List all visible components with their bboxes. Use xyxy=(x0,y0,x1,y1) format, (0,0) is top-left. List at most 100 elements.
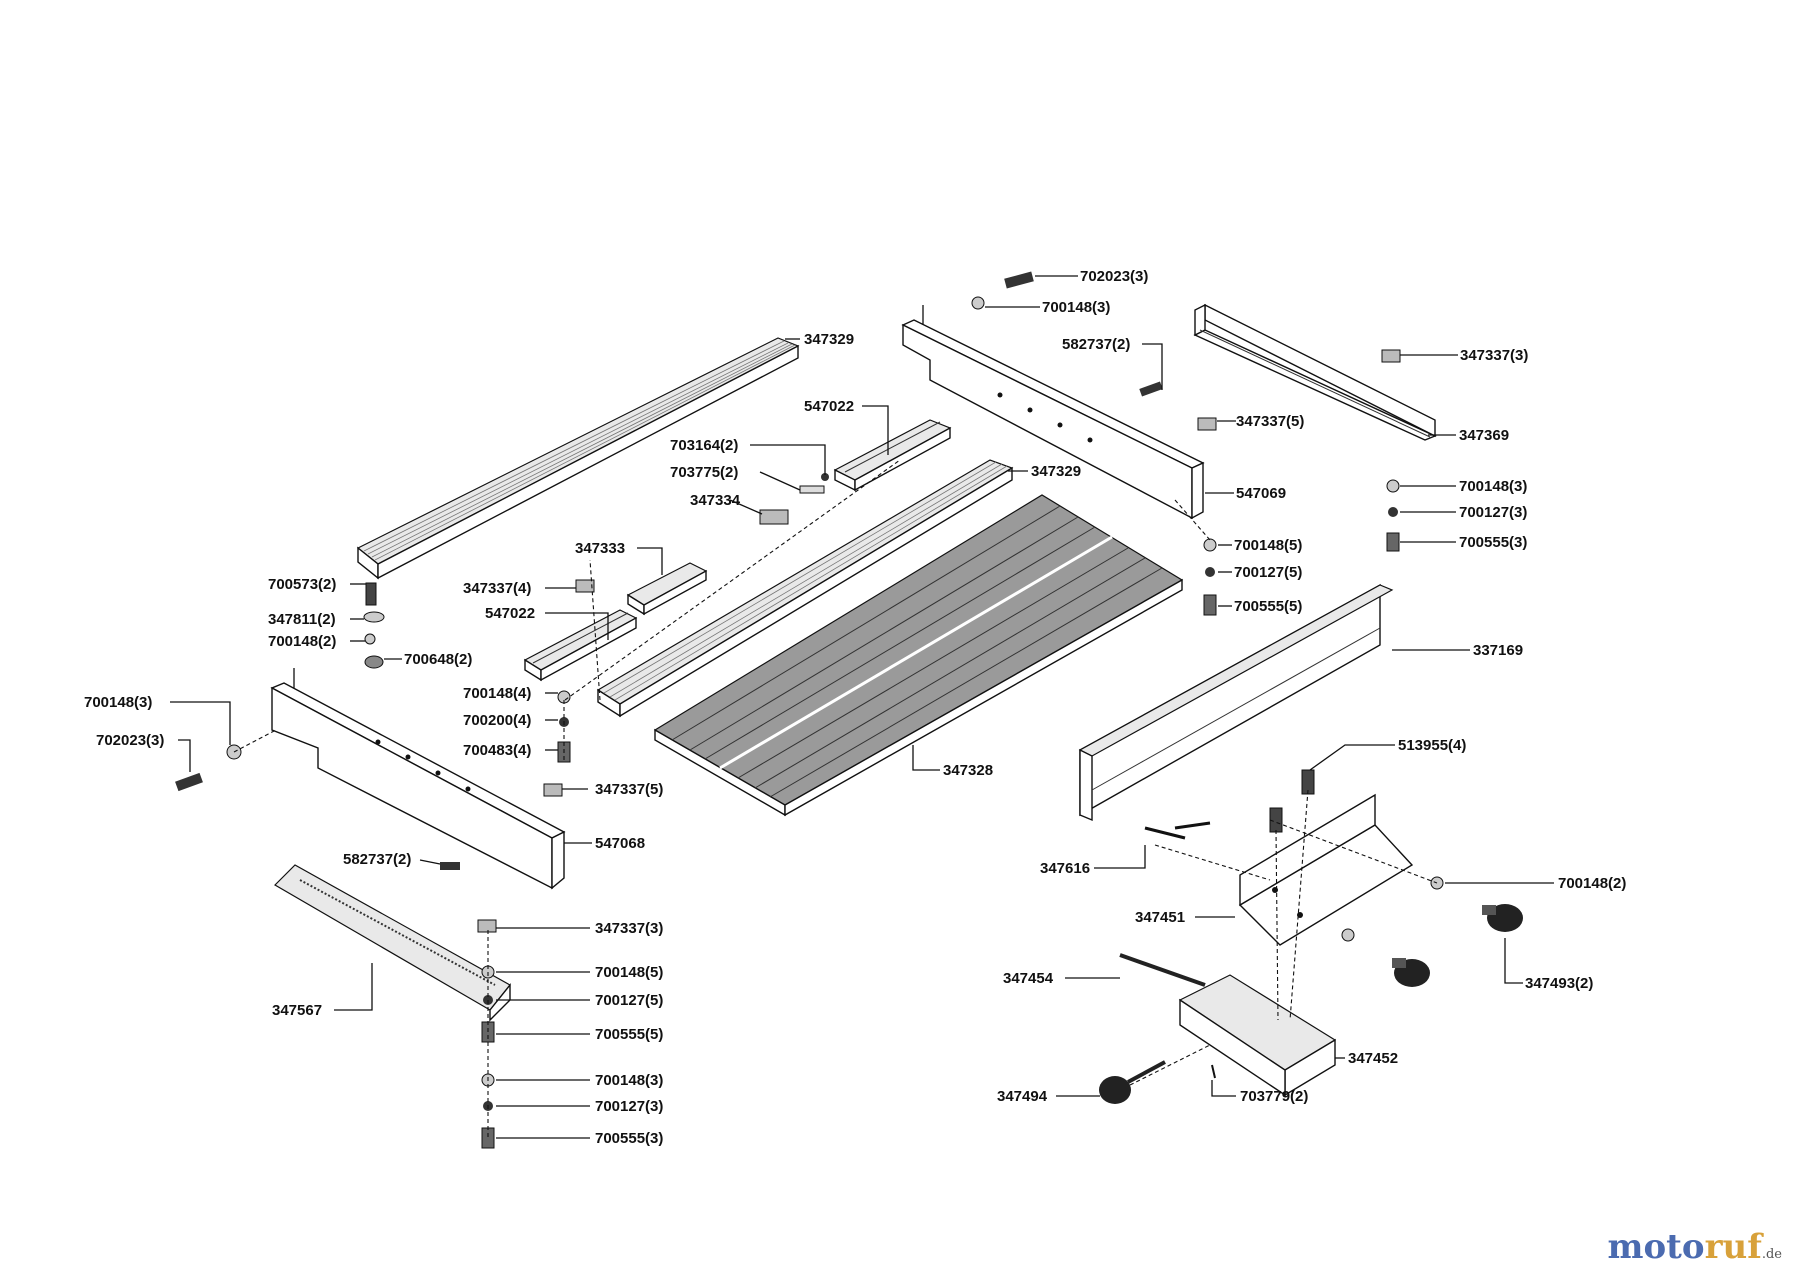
bolt-347616-a xyxy=(1174,821,1211,830)
washer-700148-r-icon xyxy=(1386,479,1400,493)
label-347328: 347328 xyxy=(943,762,993,779)
support-rail-547068 xyxy=(270,668,566,890)
label-347811: 347811(2) xyxy=(268,611,336,628)
label-347337-5-top: 347337(5) xyxy=(1236,413,1304,430)
label-347454: 347454 xyxy=(1003,970,1054,987)
label-547069: 547069 xyxy=(1236,485,1286,502)
label-702023-top: 702023(3) xyxy=(1080,268,1148,285)
label-700648: 700648(2) xyxy=(404,651,472,668)
washer-700148-rr2-icon xyxy=(1341,928,1355,942)
label-547068: 547068 xyxy=(595,835,645,852)
label-347333: 347333 xyxy=(575,540,625,557)
knob-347493-a-icon xyxy=(1482,904,1523,932)
label-700555-5-mid: 700555(5) xyxy=(1234,598,1302,615)
washer-703164-icon xyxy=(821,473,829,481)
label-700148-2-right: 700148(2) xyxy=(1558,875,1626,892)
bolt-347616-b xyxy=(1144,826,1186,840)
wingnut-700648-icon xyxy=(364,655,384,669)
label-700127-5-mid: 700127(5) xyxy=(1234,564,1302,581)
nut-347337-b-icon xyxy=(477,919,497,933)
screw-513955-b-icon xyxy=(1269,807,1283,833)
screw-700573-icon xyxy=(365,582,377,606)
nut-347337-top-icon xyxy=(1381,349,1401,363)
label-700573: 700573(2) xyxy=(268,576,336,593)
screw-703775-icon xyxy=(799,485,825,494)
label-347334: 347334 xyxy=(690,492,741,509)
label-700148-4: 700148(4) xyxy=(463,685,531,702)
screw-702023-l-icon xyxy=(175,772,203,792)
screw-700555-r-icon xyxy=(1386,532,1400,552)
label-347451: 347451 xyxy=(1135,909,1185,926)
support-rail-547069 xyxy=(901,305,1205,520)
label-347493: 347493(2) xyxy=(1525,975,1593,992)
label-347337-4: 347337(4) xyxy=(463,580,531,597)
label-582737-low: 582737(2) xyxy=(343,851,411,868)
label-582737-top: 582737(2) xyxy=(1062,336,1130,353)
washer-700148-m-icon xyxy=(1203,538,1217,552)
label-703775: 703775(2) xyxy=(670,464,738,481)
watermark-prefix: moto xyxy=(1607,1227,1705,1267)
screw-700555-m-icon xyxy=(1203,594,1217,616)
label-347329-top: 347329 xyxy=(804,331,854,348)
watermark-domain: .de xyxy=(1761,1247,1782,1262)
label-700483-4: 700483(4) xyxy=(463,742,531,759)
label-700555-3-right: 700555(3) xyxy=(1459,534,1527,551)
slide-rail-347452 xyxy=(1178,974,1337,1097)
label-700555-5-low: 700555(5) xyxy=(595,1026,663,1043)
rod-347454 xyxy=(1119,953,1206,987)
clip-347811-icon xyxy=(363,611,385,623)
label-700200-4: 700200(4) xyxy=(463,712,531,729)
clip-347334-icon xyxy=(759,509,789,525)
fence-337169 xyxy=(1078,583,1394,822)
label-700127-5-low: 700127(5) xyxy=(595,992,663,1009)
label-347369: 347369 xyxy=(1459,427,1509,444)
profile-347333 xyxy=(626,562,708,616)
pin-703779-icon xyxy=(1211,1064,1216,1079)
rail-347369 xyxy=(1193,303,1437,441)
label-347337-5-low: 347337(5) xyxy=(595,781,663,798)
label-547022-top: 547022 xyxy=(804,398,854,415)
label-700148-top: 700148(3) xyxy=(1042,299,1110,316)
screw-582737-l-icon xyxy=(440,862,460,870)
watermark-logo: motoruf.de xyxy=(1608,1227,1782,1267)
screw-702023-top-icon xyxy=(1004,271,1034,289)
washer-700148-top-icon xyxy=(971,296,985,310)
label-700127-3-right: 700127(3) xyxy=(1459,504,1527,521)
label-700148-3-bot: 700148(3) xyxy=(595,1072,663,1089)
washer-700148-l-icon xyxy=(364,633,376,645)
scale-rail-347567 xyxy=(274,864,511,1022)
label-337169: 337169 xyxy=(1473,642,1523,659)
label-700148-5-mid: 700148(5) xyxy=(1234,537,1302,554)
profile-547022-lower xyxy=(523,609,638,682)
label-513955: 513955(4) xyxy=(1398,737,1466,754)
label-547022-left: 547022 xyxy=(485,605,535,622)
profile-547022-upper xyxy=(833,419,952,492)
label-700148-2-left: 700148(2) xyxy=(268,633,336,650)
label-347337-3-low: 347337(3) xyxy=(595,920,663,937)
label-347452: 347452 xyxy=(1348,1050,1398,1067)
screw-582737-top-icon xyxy=(1139,381,1163,397)
nut-347337-l-icon xyxy=(575,579,595,593)
watermark-suffix: ruf xyxy=(1704,1227,1762,1267)
extension-plate-347329-upper xyxy=(356,337,800,580)
label-700148-3-right: 700148(3) xyxy=(1459,478,1527,495)
extension-plate-347329-mid xyxy=(596,459,1014,718)
washer-700127-m-icon xyxy=(1205,567,1215,577)
label-702023-3-left: 702023(3) xyxy=(96,732,164,749)
label-703779: 703779(2) xyxy=(1240,1088,1308,1105)
washer-700127-r-icon xyxy=(1388,507,1398,517)
nut-347337-c-icon xyxy=(543,783,563,797)
label-347337-top: 347337(3) xyxy=(1460,347,1528,364)
label-347329-mid: 347329 xyxy=(1031,463,1081,480)
nut-347337-mid-icon xyxy=(1197,417,1217,431)
label-700555-3-bot: 700555(3) xyxy=(595,1130,663,1147)
label-703164: 703164(2) xyxy=(670,437,738,454)
bracket-347451 xyxy=(1238,793,1414,946)
knob-347494-icon xyxy=(1099,1060,1166,1104)
screw-700555-b2-icon xyxy=(481,1127,495,1149)
knob-347493-b-icon xyxy=(1392,958,1430,987)
leader-lines xyxy=(170,275,1554,1139)
table-plate-347328 xyxy=(653,494,1184,817)
label-700127-3-bot: 700127(3) xyxy=(595,1098,663,1115)
